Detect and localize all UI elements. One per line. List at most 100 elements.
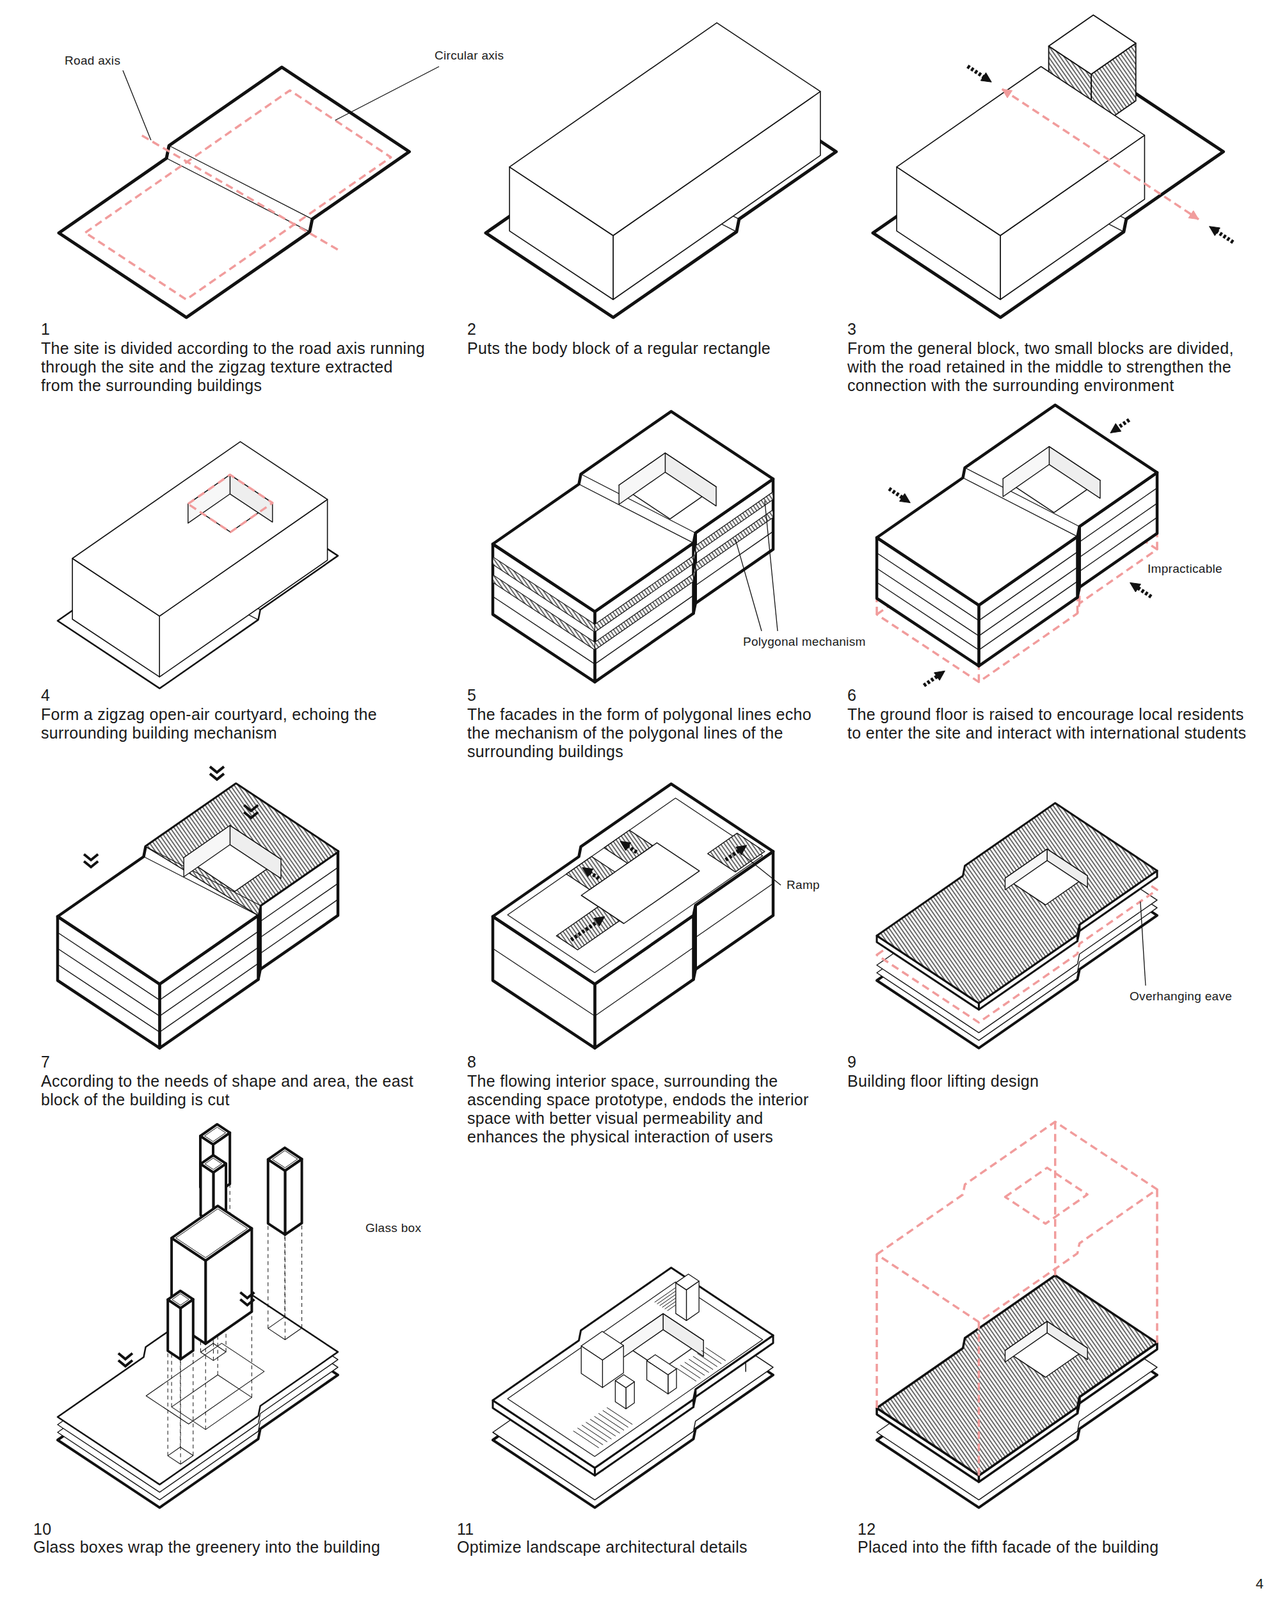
block-top <box>72 441 328 617</box>
fifth-facade-dashed <box>977 1322 981 1476</box>
chevron <box>243 812 258 818</box>
floor-line <box>1077 571 1080 582</box>
arrow-head <box>1188 210 1199 220</box>
caption-text: Puts the body block of a regular rectang… <box>467 339 839 358</box>
floor-line <box>1077 542 1080 553</box>
block-side <box>180 1299 194 1360</box>
stair-line <box>697 1353 718 1368</box>
dashed-arrow <box>1136 586 1152 597</box>
dashed-arrow <box>1216 230 1234 242</box>
part-label: Impracticable <box>1145 561 1225 576</box>
projection-line <box>167 1351 169 1456</box>
dashed-arrow <box>888 488 904 499</box>
callout-number: 4 <box>40 686 50 705</box>
dashed-arrow <box>967 66 985 79</box>
hatched-band <box>594 573 694 650</box>
dashed-arrow <box>570 920 599 941</box>
block-top <box>57 784 338 985</box>
projection-line <box>192 1350 194 1456</box>
courtyard-opening <box>1005 1321 1088 1378</box>
floor-line <box>876 552 979 621</box>
block-top <box>581 1331 624 1360</box>
arrow-head <box>620 840 632 851</box>
ramp <box>566 856 616 890</box>
stair-line <box>684 1361 705 1376</box>
leader-line <box>764 501 778 632</box>
arrow-head <box>1110 423 1122 434</box>
axis-label: Road axis <box>62 53 123 68</box>
callout-number: 10 <box>33 1520 52 1539</box>
floor-line <box>260 899 338 953</box>
stair-line <box>654 1286 678 1303</box>
callout-number: 8 <box>467 1052 477 1072</box>
caption-text: Placed into the fifth facade of the buil… <box>857 1537 1255 1557</box>
arrow-head <box>593 916 605 927</box>
pink-axis-arrow <box>1002 88 1199 220</box>
block-top <box>896 66 1145 236</box>
courtyard-wall <box>618 453 665 505</box>
fifth-facade-dashed <box>1054 1121 1057 1276</box>
arrow-head <box>582 867 594 878</box>
block-top <box>492 411 774 612</box>
floor-line <box>57 932 160 1001</box>
inner-ring <box>507 798 763 973</box>
floor-line <box>492 596 595 665</box>
projection-line <box>180 1359 182 1465</box>
block-top <box>200 1155 227 1173</box>
courtyard-wall <box>1047 1321 1088 1360</box>
callout-number: 1 <box>40 320 50 339</box>
leader-line <box>737 851 781 886</box>
hatched-band <box>492 556 595 633</box>
part-label: Polygonal mechanism <box>741 634 868 649</box>
glass-box-inner <box>172 1293 189 1305</box>
floor-line <box>57 964 160 1033</box>
ramp <box>604 830 653 864</box>
courtyard-wall <box>1047 849 1088 888</box>
glass-box-inner <box>176 1208 248 1258</box>
floor-line <box>693 937 696 948</box>
courtyard-wall <box>229 825 281 879</box>
block-side <box>268 1159 286 1236</box>
glass-box-inner <box>204 1127 226 1142</box>
courtyard-wall <box>1002 446 1049 497</box>
caption-text: Optimize landscape architectural details <box>456 1537 841 1557</box>
stair-line <box>680 1365 701 1379</box>
courtyard-wall <box>664 453 717 507</box>
chevron <box>209 766 224 773</box>
raised-ground-dashed <box>1155 533 1159 550</box>
part-label: Overhanging eave <box>1127 989 1234 1004</box>
courtyard-opening <box>618 453 717 520</box>
stair-line <box>705 1347 726 1362</box>
floor-line <box>159 931 258 1000</box>
ramp <box>556 906 620 951</box>
callout-number: 6 <box>847 686 857 705</box>
courtyard-opening <box>188 474 273 533</box>
floor-line <box>1079 487 1158 542</box>
part-label: Ramp <box>784 878 822 893</box>
stair-line <box>676 1368 697 1382</box>
leader-line <box>122 70 152 141</box>
caption-text: The flowing interior space, surrounding … <box>467 1072 839 1147</box>
road-axis <box>142 135 338 250</box>
courtyard-wall <box>188 474 231 524</box>
caption-text: The facades in the form of polygonal lin… <box>467 705 839 761</box>
chevron <box>243 805 258 811</box>
block-top <box>615 1374 635 1388</box>
courtyard-wall <box>621 1313 664 1360</box>
block-top <box>876 405 1158 606</box>
arrow-head <box>980 72 992 83</box>
dashed-arrow <box>924 675 939 686</box>
courtyard-opening <box>183 825 281 892</box>
axis-label: Circular axis <box>432 48 506 63</box>
callout-number: 3 <box>847 320 857 339</box>
projection-line <box>301 1223 303 1328</box>
caption-text: Glass boxes wrap the greenery into the b… <box>33 1537 443 1557</box>
block-top <box>1048 14 1136 75</box>
courtyard-dashed <box>188 474 273 533</box>
leader-line <box>335 66 440 121</box>
callout-number: 9 <box>847 1052 857 1072</box>
floor-line <box>258 921 261 932</box>
callout-number: 11 <box>456 1520 475 1539</box>
block-top <box>167 1290 194 1309</box>
